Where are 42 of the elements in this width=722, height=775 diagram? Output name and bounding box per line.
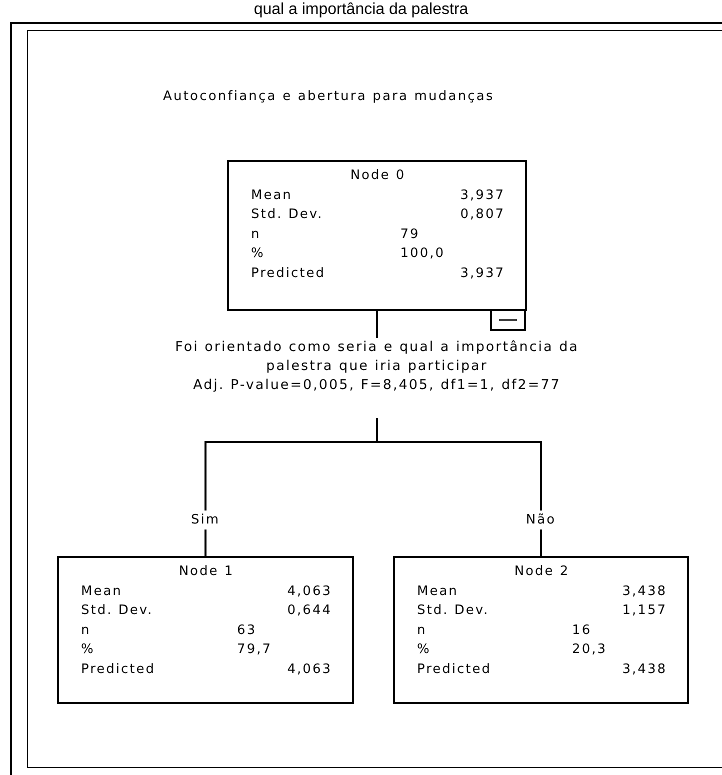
stat-value: 100,0	[400, 245, 445, 263]
stat-value: 4,063	[287, 660, 332, 678]
tree-branch-line	[376, 311, 378, 338]
stat-label: Mean	[251, 186, 292, 204]
stat-value: 3,438	[622, 660, 667, 678]
stat-value: 3,438	[622, 582, 667, 600]
stat-label: %	[417, 641, 431, 659]
stat-value: 1,157	[622, 602, 667, 620]
stat-label: Predicted	[251, 264, 326, 282]
stat-value: 0,644	[287, 602, 332, 620]
stat-value: 63	[237, 622, 257, 640]
node-box	[227, 160, 527, 311]
stat-value: 3,937	[460, 264, 505, 282]
node-box	[57, 556, 354, 704]
stat-value: 0,807	[460, 206, 505, 224]
dependent-variable-title: Autoconfiança e abertura para mudanças	[163, 88, 496, 106]
stat-label: %	[81, 641, 95, 659]
stat-value: 4,063	[287, 582, 332, 600]
stat-label: Std. Dev.	[251, 206, 324, 224]
caption-text: qual a importância da palestra	[252, 1, 470, 19]
tree-branch-line	[376, 418, 542, 556]
stat-label: Std. Dev.	[81, 602, 154, 620]
stat-label: n	[251, 226, 261, 244]
node-box	[393, 556, 689, 704]
stat-label: Mean	[81, 582, 122, 600]
stat-label: Std. Dev.	[417, 602, 490, 620]
node-title: Node 1	[178, 563, 236, 581]
node-title: Node 2	[513, 563, 571, 581]
split-statistics-text: Adj. P-value=0,005, F=8,405, df1=1, df2=77	[192, 376, 562, 395]
stat-label: n	[417, 622, 427, 640]
split-variable-text: Foi orientado como seria e qual a importância da palestra que iria participar	[174, 338, 580, 376]
stat-value: 16	[572, 622, 592, 640]
stat-label: %	[251, 245, 265, 263]
stat-value: 79	[400, 226, 420, 244]
stat-value: 3,937	[460, 186, 505, 204]
stat-label: Mean	[417, 582, 458, 600]
stat-label: Predicted	[417, 660, 492, 678]
node-title: Node 0	[349, 167, 407, 185]
stat-value: 79,7	[237, 641, 272, 659]
stat-label: n	[81, 622, 91, 640]
stat-label: Predicted	[81, 660, 156, 678]
stat-value: 20,3	[572, 641, 607, 659]
